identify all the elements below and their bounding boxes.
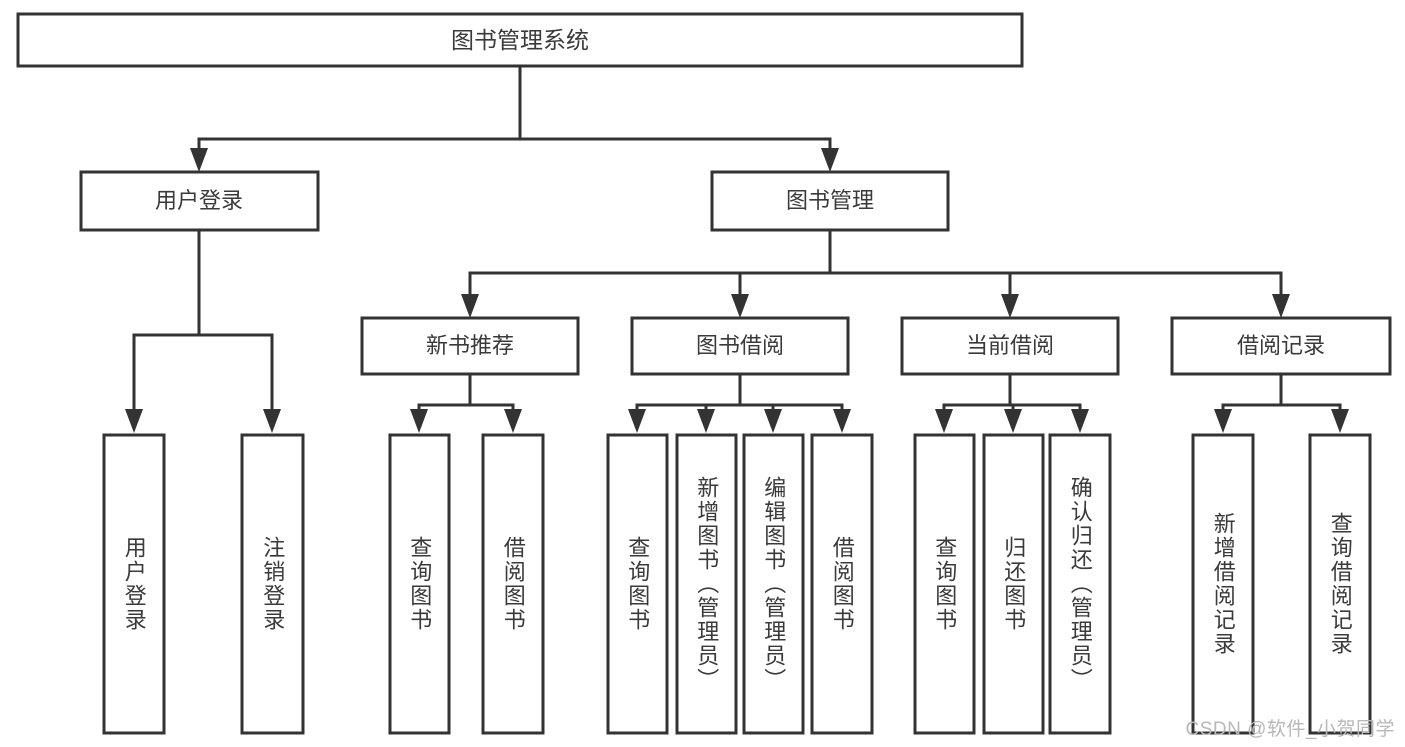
arrow-leaf-query-book-3 bbox=[935, 409, 953, 433]
arrow-leaf-return-book bbox=[1004, 409, 1022, 433]
leaf-box-borrow-book-2[interactable] bbox=[810, 433, 874, 735]
node-book-borrow[interactable]: 图书借阅 bbox=[630, 316, 850, 376]
csdn-watermark: CSDN @软件_小贺同学 bbox=[1185, 719, 1395, 740]
node-current-borrow-label: 当前借阅 bbox=[966, 333, 1054, 358]
node-borrow-records-box[interactable] bbox=[1170, 316, 1392, 376]
node-book-borrow-box[interactable] bbox=[630, 316, 850, 376]
node-borrow-records-label: 借阅记录 bbox=[1237, 333, 1325, 358]
leaf-box-query-book-3[interactable] bbox=[913, 433, 976, 735]
arrow-leaf-query-record bbox=[1331, 409, 1349, 433]
leaf-box-logout[interactable] bbox=[240, 433, 305, 735]
node-root[interactable]: 图书管理系统 bbox=[16, 12, 1024, 68]
leaf-box-query-record[interactable] bbox=[1308, 433, 1372, 735]
connector-group-book-mgmt bbox=[461, 228, 1290, 318]
node-new-book-recommend-box[interactable] bbox=[360, 316, 580, 376]
node-book-management-box[interactable] bbox=[710, 170, 950, 232]
arrow-current bbox=[1001, 294, 1019, 318]
connector-group-root bbox=[190, 64, 839, 172]
arrow-leaf-user-login bbox=[125, 409, 143, 433]
leaf-box-group bbox=[102, 433, 1372, 735]
arrow-leaf-add-book bbox=[697, 409, 715, 433]
arrow-leaf-add-record bbox=[1214, 409, 1232, 433]
node-book-management-label: 图书管理 bbox=[786, 188, 874, 213]
node-user-login[interactable]: 用户登录 bbox=[79, 170, 320, 232]
leaf-box-return-book[interactable] bbox=[982, 433, 1045, 735]
node-book-borrow-label: 图书借阅 bbox=[696, 333, 784, 358]
leaf-box-edit-book[interactable] bbox=[742, 433, 805, 735]
leaf-box-user-login[interactable] bbox=[102, 433, 166, 735]
arrow-borrow bbox=[731, 294, 749, 318]
arrow-book-mgmt bbox=[821, 148, 839, 172]
leaf-box-confirm-return[interactable] bbox=[1048, 433, 1112, 735]
connector-group-records bbox=[1214, 372, 1349, 433]
node-current-borrow[interactable]: 当前借阅 bbox=[900, 316, 1120, 376]
arrow-records bbox=[1272, 294, 1290, 318]
connector-group-user-login bbox=[125, 228, 281, 433]
arrow-leaf-query-book-2 bbox=[628, 409, 646, 433]
node-current-borrow-box[interactable] bbox=[900, 316, 1120, 376]
arrow-user-login bbox=[190, 148, 208, 172]
node-root-label: 图书管理系统 bbox=[451, 27, 589, 53]
node-new-book-recommend[interactable]: 新书推荐 bbox=[360, 316, 580, 376]
leaf-box-query-book-2[interactable] bbox=[606, 433, 669, 735]
connector-group-new-books bbox=[410, 372, 522, 433]
node-new-book-recommend-label: 新书推荐 bbox=[426, 333, 514, 358]
leaf-box-query-book-1[interactable] bbox=[388, 433, 451, 735]
arrow-leaf-borrow-book-1 bbox=[504, 409, 522, 433]
arrow-leaf-confirm-return bbox=[1071, 409, 1089, 433]
node-root-box[interactable] bbox=[16, 12, 1024, 68]
arrow-new-books bbox=[461, 294, 479, 318]
leaf-box-add-book[interactable] bbox=[675, 433, 738, 735]
connector-group-current bbox=[935, 372, 1089, 433]
node-borrow-records[interactable]: 借阅记录 bbox=[1170, 316, 1392, 376]
arrow-leaf-logout bbox=[263, 409, 281, 433]
leaf-box-borrow-book-1[interactable] bbox=[481, 433, 545, 735]
node-user-login-box[interactable] bbox=[79, 170, 320, 232]
arrow-leaf-query-book-1 bbox=[410, 409, 428, 433]
leaf-box-add-record[interactable] bbox=[1191, 433, 1255, 735]
node-user-login-label: 用户登录 bbox=[155, 188, 243, 213]
arrow-leaf-borrow-book-2 bbox=[833, 409, 851, 433]
arrow-leaf-edit-book bbox=[764, 409, 782, 433]
node-book-management[interactable]: 图书管理 bbox=[710, 170, 950, 232]
connector-group-borrow bbox=[628, 372, 851, 433]
